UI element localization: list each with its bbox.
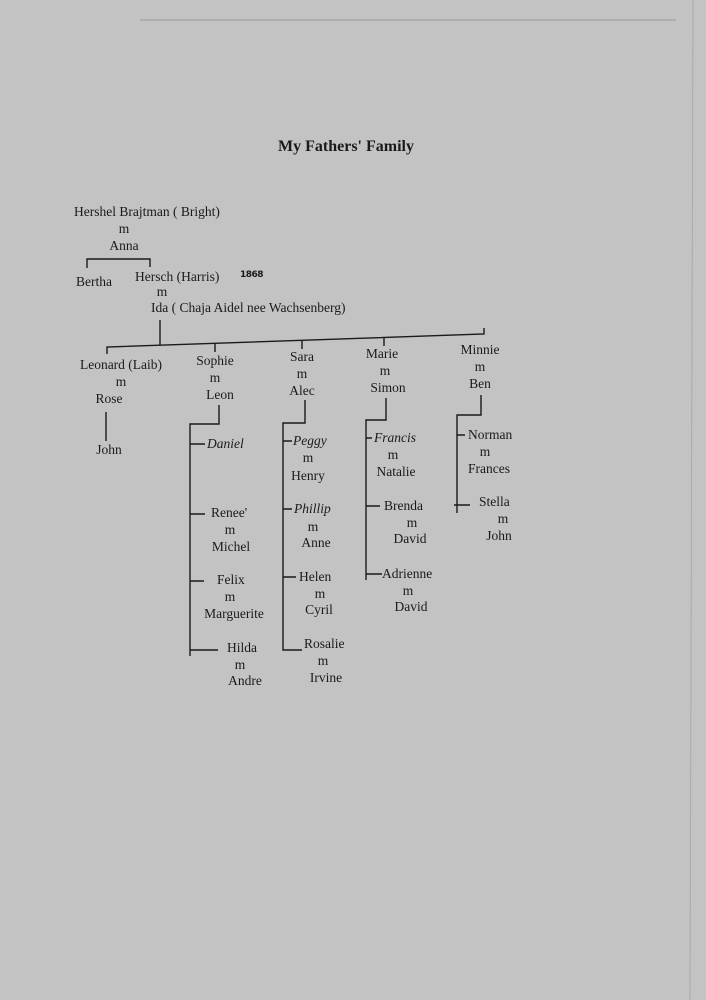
grandchild-spouse: Marguerite xyxy=(204,606,264,621)
mother-name: Ida ( Chaja Aidel nee Wachsenberg) xyxy=(151,300,346,315)
grandchild-name: Phillip xyxy=(294,501,331,516)
marriage-mark: m xyxy=(497,511,509,526)
grandchild-spouse: Natalie xyxy=(376,464,416,479)
marriage-mark: m xyxy=(387,447,399,462)
grandchild-spouse: Henry xyxy=(291,468,325,483)
grandchild-name: Norman xyxy=(468,427,513,442)
grandchild-spouse: Frances xyxy=(468,461,510,476)
grandchild-name: Helen xyxy=(299,569,332,584)
marriage-mark: m xyxy=(302,450,314,465)
marriage-mark: m xyxy=(234,657,246,672)
grandchild-name: Brenda xyxy=(384,498,423,513)
marriage-mark: m xyxy=(317,653,329,668)
marriage-mark: m xyxy=(314,586,326,601)
child-spouse: Rose xyxy=(95,391,123,406)
grandchild-name: John xyxy=(96,442,122,457)
handwritten-year-note: 1868 xyxy=(240,270,264,280)
grandfather-name: Hershel Brajtman ( Bright) xyxy=(74,204,220,219)
grandchild-spouse: Cyril xyxy=(305,602,333,617)
child-name: Minnie xyxy=(460,342,500,357)
child-spouse: Alec xyxy=(289,383,315,398)
grandmother-name: Anna xyxy=(109,238,139,253)
father-name: Hersch (Harris) xyxy=(135,269,220,284)
child-name: Sara xyxy=(290,349,314,364)
grandchild-name: Adrienne xyxy=(382,566,433,581)
child-spouse: Simon xyxy=(370,380,406,395)
grandchild-name: Francis xyxy=(374,430,416,445)
grandchild-spouse: Anne xyxy=(301,535,331,550)
grandchild-name: Hilda xyxy=(227,640,257,655)
child-name: Marie xyxy=(365,346,399,361)
grandchild-name: Daniel xyxy=(207,436,244,451)
child-name: Leonard (Laib) xyxy=(79,357,163,372)
grandchild-spouse: Andre xyxy=(228,673,262,688)
marriage-mark: m xyxy=(296,366,308,381)
child-name: Sophie xyxy=(196,353,234,368)
grandchild-spouse: David xyxy=(393,531,427,546)
marriage-mark: m xyxy=(118,221,130,236)
marriage-mark: m xyxy=(406,515,418,530)
marriage-mark: m xyxy=(156,284,168,299)
grandchild-name: Felix xyxy=(217,572,245,587)
grandchild-spouse: Irvine xyxy=(309,670,343,685)
grandchild-name: Rosalie xyxy=(304,636,345,651)
grandchild-name: Renee' xyxy=(211,505,248,520)
grandchild-name: Stella xyxy=(479,494,510,509)
child-spouse: Ben xyxy=(469,376,491,391)
marriage-mark: m xyxy=(307,519,319,534)
marriage-mark: m xyxy=(224,589,236,604)
grandchild-name: Peggy xyxy=(293,433,327,448)
child-spouse: Leon xyxy=(206,387,234,402)
aunt-bertha: Bertha xyxy=(76,274,112,289)
grandchild-spouse: David xyxy=(394,599,428,614)
marriage-mark: m xyxy=(209,370,221,385)
marriage-mark: m xyxy=(115,374,127,389)
marriage-mark: m xyxy=(379,363,391,378)
marriage-mark: m xyxy=(402,583,414,598)
marriage-mark: m xyxy=(224,522,236,537)
grandchild-spouse: John xyxy=(486,528,512,543)
marriage-mark: m xyxy=(474,359,486,374)
marriage-mark: m xyxy=(479,444,491,459)
page-title: My Fathers' Family xyxy=(278,138,414,155)
grandchild-spouse: Michel xyxy=(211,539,251,554)
